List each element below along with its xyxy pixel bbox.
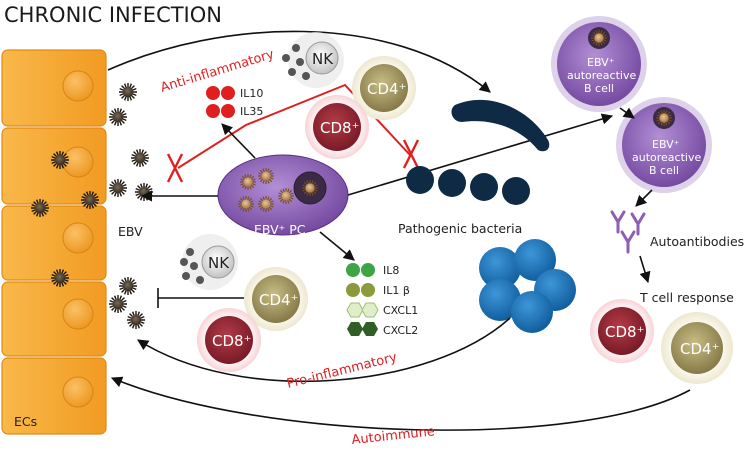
- ebv-plasma-cell: [217, 154, 349, 236]
- pro-cytokine-il1b: IL1 β: [383, 284, 410, 297]
- cd4-cell-bottom: [244, 267, 308, 331]
- autoantibodies-label: Autoantibodies: [650, 234, 744, 249]
- anti-cytokines: [206, 86, 235, 118]
- pathogenic-bacteria: [406, 99, 550, 205]
- autoimmune-arrow: [110, 376, 691, 431]
- b-cell-1-line3: B cell: [584, 82, 614, 95]
- anti-cytokine-il10: IL10: [240, 87, 263, 100]
- nk-top-label: NK: [312, 50, 334, 68]
- b-cell-2-line3: B cell: [649, 164, 679, 177]
- nk-cell-bottom: [180, 234, 238, 290]
- b-cell-1: [551, 16, 647, 112]
- pathogenic-bacteria-label: Pathogenic bacteria: [398, 221, 522, 236]
- t-cell-response-label: T cell response: [639, 290, 734, 305]
- ebv-pc-label: EBV⁺ PC: [254, 222, 306, 237]
- pro-cytokine-cxcl2: CXCL2: [383, 324, 418, 337]
- cd4-right-label: CD4⁺: [680, 340, 720, 358]
- arrow-pc-to-b-cell: [347, 113, 614, 196]
- arrow-b-cell-1-to-2: [619, 107, 635, 119]
- ebv-label: EBV: [118, 224, 143, 239]
- pro-cytokine-cxcl1: CXCL1: [383, 304, 418, 317]
- b-cell-2-line1: EBV⁺: [652, 138, 680, 151]
- cd4-top-label: CD4⁺: [367, 80, 407, 98]
- cd8-cell-top: [305, 95, 369, 159]
- autoantibodies-icon: [610, 210, 646, 254]
- cd8-top-label: CD8⁺: [320, 119, 360, 137]
- b-cell-2-line2: autoreactive: [632, 151, 701, 164]
- b-cell-2: [616, 97, 712, 193]
- cd8-cell-bottom: [197, 308, 261, 372]
- anti-inflammatory-arrow: [107, 30, 491, 93]
- ecs-label: ECs: [14, 414, 37, 429]
- arrow-autoantibodies-to-t-cell: [639, 255, 651, 284]
- anti-cytokine-il35: IL35: [240, 105, 263, 118]
- cd4-bottom-label: CD4⁺: [259, 291, 299, 309]
- pro-cytokine-il8: IL8: [383, 264, 399, 277]
- arrow-pc-to-anti-cytokines: [221, 123, 256, 159]
- epithelial-cells: [1, 49, 107, 435]
- diagram-title: CHRONIC INFECTION: [4, 3, 222, 27]
- red-inhibition-lines: [166, 83, 420, 183]
- cd8-right-label: CD8⁺: [605, 323, 645, 341]
- blue-cocci-cluster: [479, 239, 576, 333]
- b-cell-1-line2: autoreactive: [567, 69, 636, 82]
- cd4-cell-top: [352, 56, 416, 120]
- nk-cell-top: [282, 32, 344, 88]
- arrow-pc-to-pro-cytokines: [319, 231, 355, 261]
- nk-bottom-label: NK: [208, 254, 230, 272]
- cd8-bottom-label: CD8⁺: [212, 332, 252, 350]
- cd4-cell-right: [661, 312, 733, 384]
- pro-inflammatory-label: Pro-inflammatory: [285, 350, 399, 392]
- cd8-cell-right: [590, 299, 654, 363]
- pro-cytokines: [346, 263, 379, 336]
- arrow-b-cell-to-autoantibodies: [635, 189, 653, 207]
- b-cell-1-line1: EBV⁺: [587, 56, 615, 69]
- pro-inflammatory-arrow: [137, 317, 511, 383]
